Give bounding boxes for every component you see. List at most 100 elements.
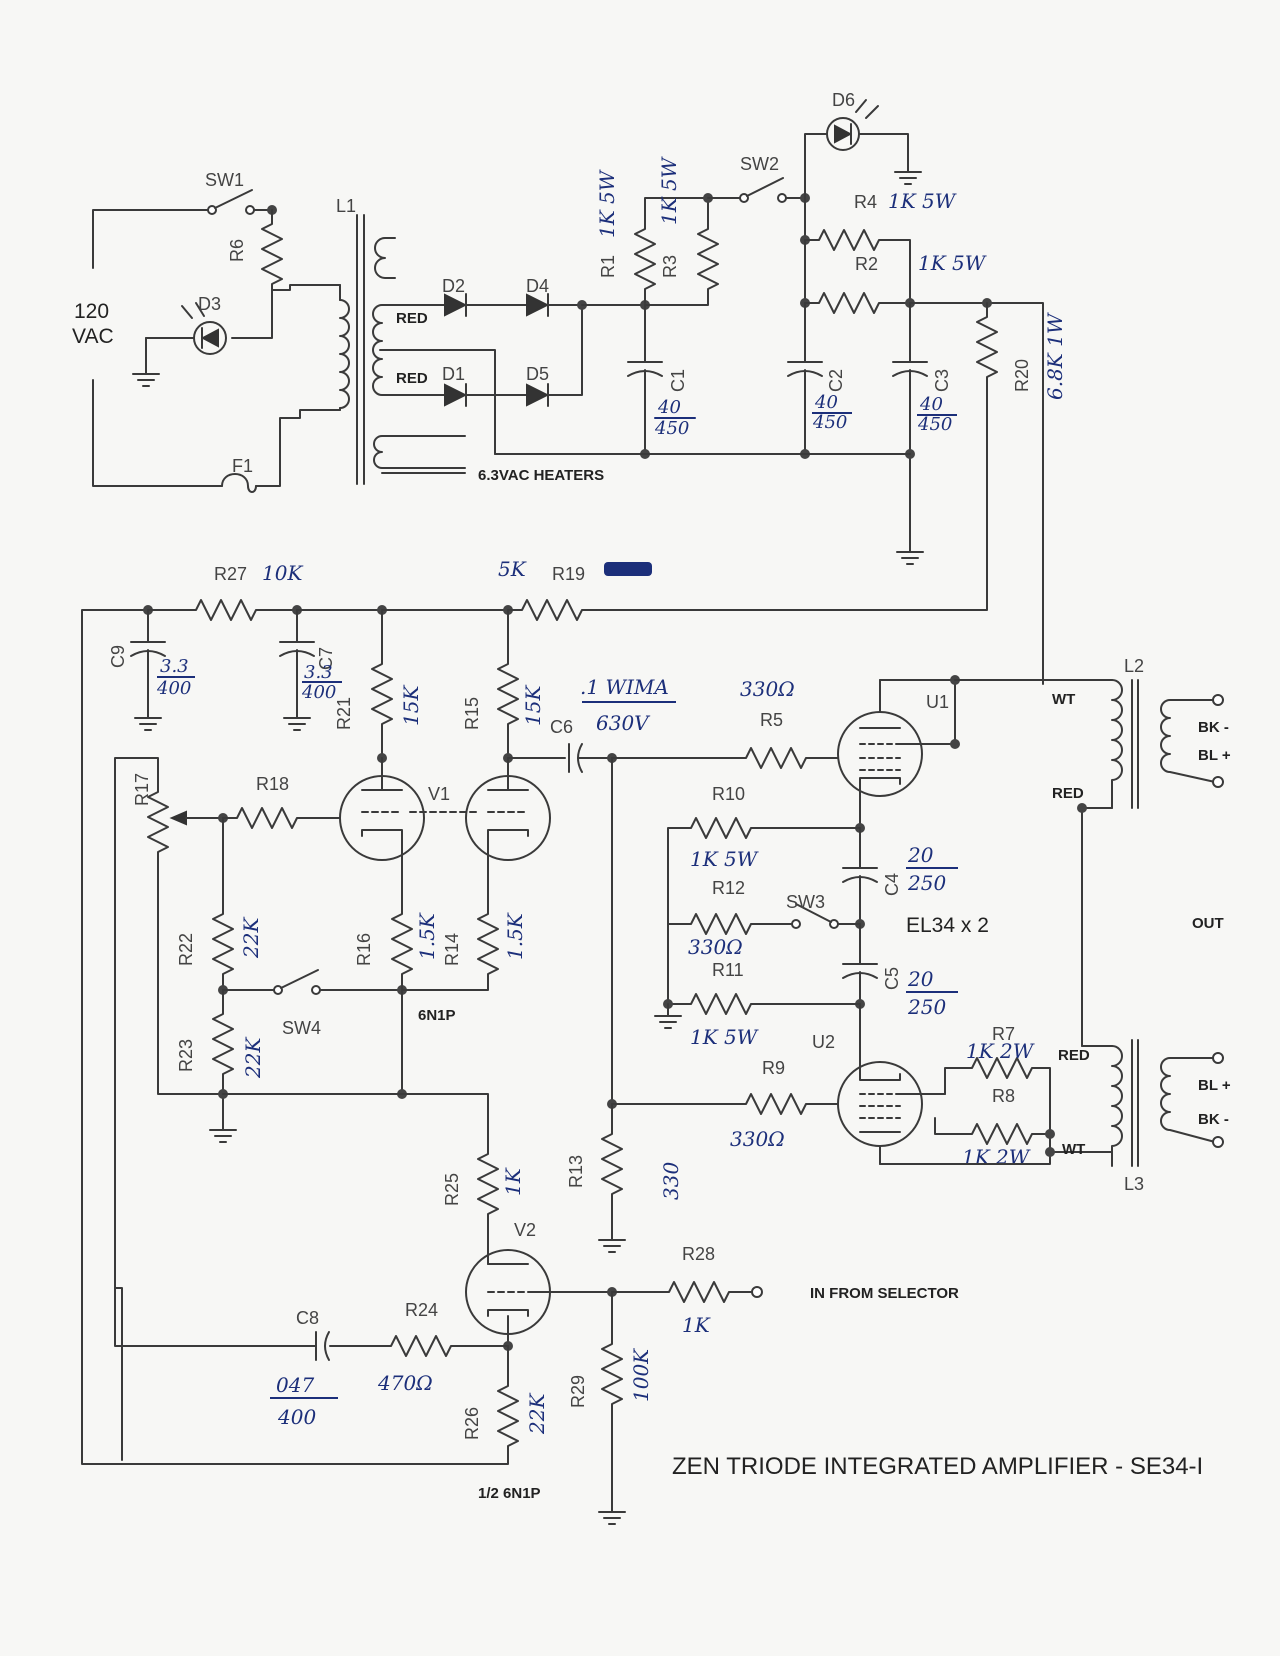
v1-label: V1 bbox=[428, 784, 450, 804]
r1-resistor bbox=[634, 214, 656, 304]
r16-value: 1.5K bbox=[415, 912, 439, 960]
f1-fuse bbox=[221, 473, 257, 493]
c3-value-1: 40 bbox=[919, 394, 943, 415]
c6-label: C6 bbox=[550, 717, 573, 737]
input-terminal[interactable] bbox=[751, 1286, 763, 1298]
r23-label: R23 bbox=[176, 1039, 196, 1072]
r2-label: R2 bbox=[855, 254, 878, 274]
r7-value: 1K 2W bbox=[966, 1039, 1035, 1063]
c1-value-2: 450 bbox=[654, 418, 689, 439]
v2-label: V2 bbox=[514, 1220, 536, 1240]
r10-resistor bbox=[676, 817, 766, 839]
r10-value: 1K 5W bbox=[690, 847, 759, 871]
r3-value: 1K 5W bbox=[657, 156, 681, 225]
red-label-a: RED bbox=[396, 310, 428, 327]
c3-value-2: 450 bbox=[917, 414, 952, 435]
c9-label: C9 bbox=[108, 645, 128, 668]
red-label-2: RED bbox=[1058, 1047, 1090, 1064]
sw2-switch[interactable] bbox=[739, 177, 787, 203]
input-label: IN FROM SELECTOR bbox=[810, 1285, 959, 1302]
v1-tube-a bbox=[339, 757, 425, 861]
mains-wire-top bbox=[92, 209, 211, 269]
r18-resistor bbox=[222, 807, 312, 829]
d2-label: D2 bbox=[442, 276, 465, 296]
u2-tube bbox=[837, 1061, 946, 1165]
r28-resistor bbox=[654, 1281, 744, 1303]
f1-label: F1 bbox=[232, 456, 253, 476]
sw3-switch[interactable] bbox=[791, 903, 839, 929]
r24-resistor bbox=[376, 1335, 466, 1357]
bl-plus-1: BL + bbox=[1198, 747, 1231, 764]
out-label: OUT bbox=[1192, 915, 1224, 932]
c8-capacitor bbox=[315, 1331, 330, 1361]
cathode-ground-icon bbox=[654, 1003, 682, 1029]
c6-value-2: 630V bbox=[596, 711, 651, 735]
r15-resistor bbox=[497, 649, 519, 739]
r19-scribble bbox=[604, 562, 652, 576]
r24-label: R24 bbox=[405, 1300, 438, 1320]
d2-diode bbox=[444, 293, 468, 317]
r20-value: 6.8K 1W bbox=[1043, 312, 1067, 400]
r8-value: 1K 2W bbox=[962, 1145, 1031, 1169]
r27-resistor bbox=[181, 599, 271, 621]
sw4-switch[interactable] bbox=[273, 969, 321, 995]
r29-ground-icon bbox=[598, 1499, 626, 1525]
r12-value: 330Ω bbox=[688, 935, 743, 959]
c3-label: C3 bbox=[932, 369, 952, 392]
c8-label: C8 bbox=[296, 1308, 319, 1328]
el34-label: EL34 x 2 bbox=[906, 914, 989, 937]
l2-label: L2 bbox=[1124, 656, 1144, 676]
r11-label: R11 bbox=[712, 960, 744, 980]
r25-value: 1K bbox=[501, 1167, 525, 1196]
r4-resistor bbox=[804, 229, 894, 251]
sw4-label: SW4 bbox=[282, 1018, 321, 1038]
r7-label: R7 bbox=[992, 1024, 1015, 1044]
c1-value-1: 40 bbox=[657, 397, 681, 418]
r26-resistor bbox=[497, 1371, 519, 1461]
c9-value-2: 400 bbox=[156, 678, 191, 699]
r15-value: 15K bbox=[521, 685, 545, 726]
sw3-label: SW3 bbox=[786, 892, 825, 912]
r6-resistor bbox=[261, 209, 283, 299]
power-section: 120 VAC SW1 R6 D3 F1 bbox=[72, 90, 1067, 685]
d6-label: D6 bbox=[832, 90, 855, 110]
r12-label: R12 bbox=[712, 878, 745, 898]
c7-value-2: 400 bbox=[301, 682, 336, 703]
r29-value: 100K bbox=[629, 1348, 653, 1402]
c4-value-2: 250 bbox=[907, 871, 946, 895]
l1-secondary-hv bbox=[372, 304, 431, 396]
r17-wiper-icon bbox=[169, 810, 187, 826]
r27-value: 10K bbox=[262, 561, 303, 585]
r26-value: 22K bbox=[525, 1393, 549, 1435]
r13-label: R13 bbox=[566, 1155, 586, 1188]
d3-ground-icon bbox=[132, 361, 160, 387]
v1-tube-b bbox=[465, 757, 551, 861]
r23-resistor bbox=[212, 999, 234, 1089]
c9-value-1: 3.3 bbox=[160, 656, 189, 677]
c8-value-2: 400 bbox=[277, 1405, 316, 1429]
r14-resistor bbox=[477, 899, 499, 989]
r3-resistor bbox=[697, 214, 719, 304]
d3-label: D3 bbox=[198, 294, 221, 314]
v1-type-label: 6N1P bbox=[418, 1007, 456, 1024]
sw1-switch[interactable] bbox=[207, 189, 273, 215]
sw2-label: SW2 bbox=[740, 154, 779, 174]
l1-primary bbox=[339, 299, 350, 409]
r25-resistor bbox=[477, 1139, 499, 1229]
u2-label: U2 bbox=[812, 1032, 835, 1052]
r5-label: R5 bbox=[760, 710, 783, 730]
c8-value-1: 047 bbox=[276, 1373, 314, 1397]
r19-label: R19 bbox=[552, 564, 585, 584]
r2-value: 1K 5W bbox=[918, 251, 987, 275]
r23-ground-icon bbox=[209, 1117, 237, 1143]
r9-label: R9 bbox=[762, 1058, 785, 1078]
mains-label-1: 120 bbox=[74, 300, 109, 323]
r29-label: R29 bbox=[568, 1375, 588, 1408]
l2-transformer bbox=[1111, 679, 1224, 809]
r9-resistor bbox=[731, 1093, 821, 1115]
l1-label: L1 bbox=[336, 196, 356, 216]
r14-label: R14 bbox=[442, 933, 462, 966]
r10-label: R10 bbox=[712, 784, 745, 804]
